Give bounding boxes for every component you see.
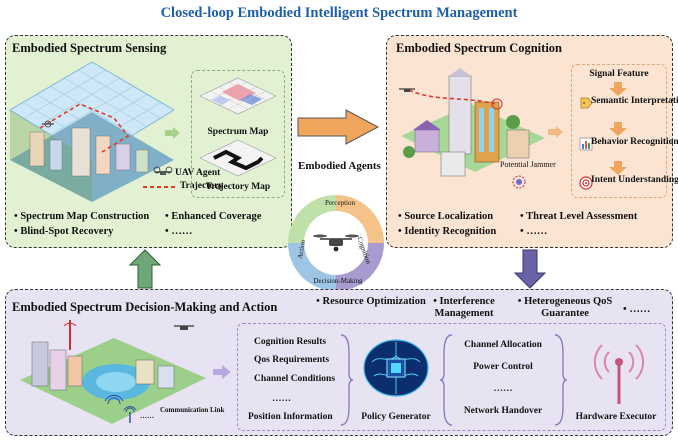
ring-decision-label: Decision-Making: [313, 277, 363, 285]
sensing-bullet-1: • Spectrum Map Construction: [14, 211, 150, 222]
input-4: ……: [272, 394, 291, 404]
trajectory-legend-line: [143, 186, 175, 188]
goal-2: • Interference Management: [433, 296, 495, 319]
output-1: Channel Allocation: [464, 340, 542, 350]
behavior-label: Behavior Recognition: [591, 137, 678, 147]
tag-icon: [580, 97, 593, 109]
intent-label: Intent Understanding: [591, 175, 678, 185]
agents-ring: [288, 195, 384, 291]
trajectory-map-graphic: [199, 139, 277, 177]
spectrum-map-label: Spectrum Map: [207, 127, 269, 137]
step-arrow-3: [609, 161, 627, 175]
sensing-bullet-2: • Enhanced Coverage: [165, 211, 262, 222]
output-3: ……: [493, 384, 513, 394]
cognition-to-decision-arrow: [513, 249, 547, 289]
trajectory-label: Trajectory: [180, 181, 224, 191]
jammer-icon: [512, 175, 526, 189]
input-brace: [340, 334, 354, 426]
decision-inner-arrow: [213, 365, 231, 379]
ring-perception-label: Perception: [325, 199, 355, 207]
sensing-bullet-3: • Blind-Spot Recovery: [14, 226, 114, 237]
goal-1: • Resource Optimization: [316, 296, 426, 307]
policy-generator-label: Policy Generator: [361, 412, 431, 422]
sensing-title: Embodied Spectrum Sensing: [12, 41, 167, 55]
semantic-label: Semantic Interpretation: [591, 96, 678, 106]
figure-title: Closed-loop Embodied Intelligent Spectru…: [160, 5, 518, 21]
cognition-bullet-3: • Identity Recognition: [398, 226, 497, 237]
maps-box: [191, 70, 285, 198]
agents-title: Embodied Agents: [298, 160, 381, 172]
map-arrow: [165, 127, 180, 139]
output-brace-left: [439, 334, 453, 426]
jammer-label: Potential Jammer: [500, 160, 556, 169]
spectrum-map-graphic: [199, 77, 277, 115]
step-arrow-1: [609, 82, 627, 96]
output-2: Power Control: [473, 362, 533, 372]
decision-title: Embodied Spectrum Decision-Making and Ac…: [12, 300, 278, 314]
output-4: Network Handover: [463, 406, 543, 416]
hardware-executor-label: Hardware Executor: [575, 412, 657, 422]
pipeline-box: [237, 323, 666, 431]
output-brace-right: [554, 334, 568, 426]
brain-chip-icon: [363, 339, 429, 397]
signal-feature-label: Signal Feature: [589, 69, 649, 79]
cognition-steps-box: [571, 64, 667, 198]
step-arrow-2: [609, 122, 627, 136]
input-1: Cognition Results: [254, 337, 327, 347]
input-3: Channel Conditions: [254, 374, 336, 384]
cognition-bullet-2: • Threat Level Assessment: [520, 211, 638, 222]
cognition-title: Embodied Spectrum Cognition: [396, 41, 562, 55]
goal-4: • ……: [623, 304, 651, 315]
cognition-bullet-4: • ……: [520, 226, 548, 237]
sensing-to-cognition-arrow: [297, 109, 380, 145]
communication-link-icon: [123, 406, 137, 423]
sensing-bullet-4: • ……: [165, 226, 193, 237]
input-5: Position Information: [248, 412, 333, 422]
decision-to-sensing-arrow: [128, 249, 162, 289]
decision-city-illustration: [20, 320, 206, 424]
cognition-inner-arrow: [548, 126, 563, 138]
bar-chart-icon: [579, 137, 593, 151]
uav-agent-icon: [153, 166, 173, 175]
antenna-icon: [593, 344, 645, 404]
cognition-bullet-1: • Source Localization: [398, 211, 494, 222]
goal-3: • Heterogeneous QoS Guarantee: [517, 296, 613, 319]
trajectory-map-label: Trajectory Map: [205, 182, 271, 192]
input-2: Qos Requirements: [254, 355, 330, 365]
sensing-city-illustration: [9, 61, 175, 202]
uav-agent-label: UAV Agent: [175, 168, 221, 178]
ellipsis-label: ……: [140, 412, 154, 420]
cognition-city-illustration: [399, 68, 545, 177]
target-icon: [579, 176, 593, 190]
communication-link-label: Communication Link: [160, 406, 225, 414]
